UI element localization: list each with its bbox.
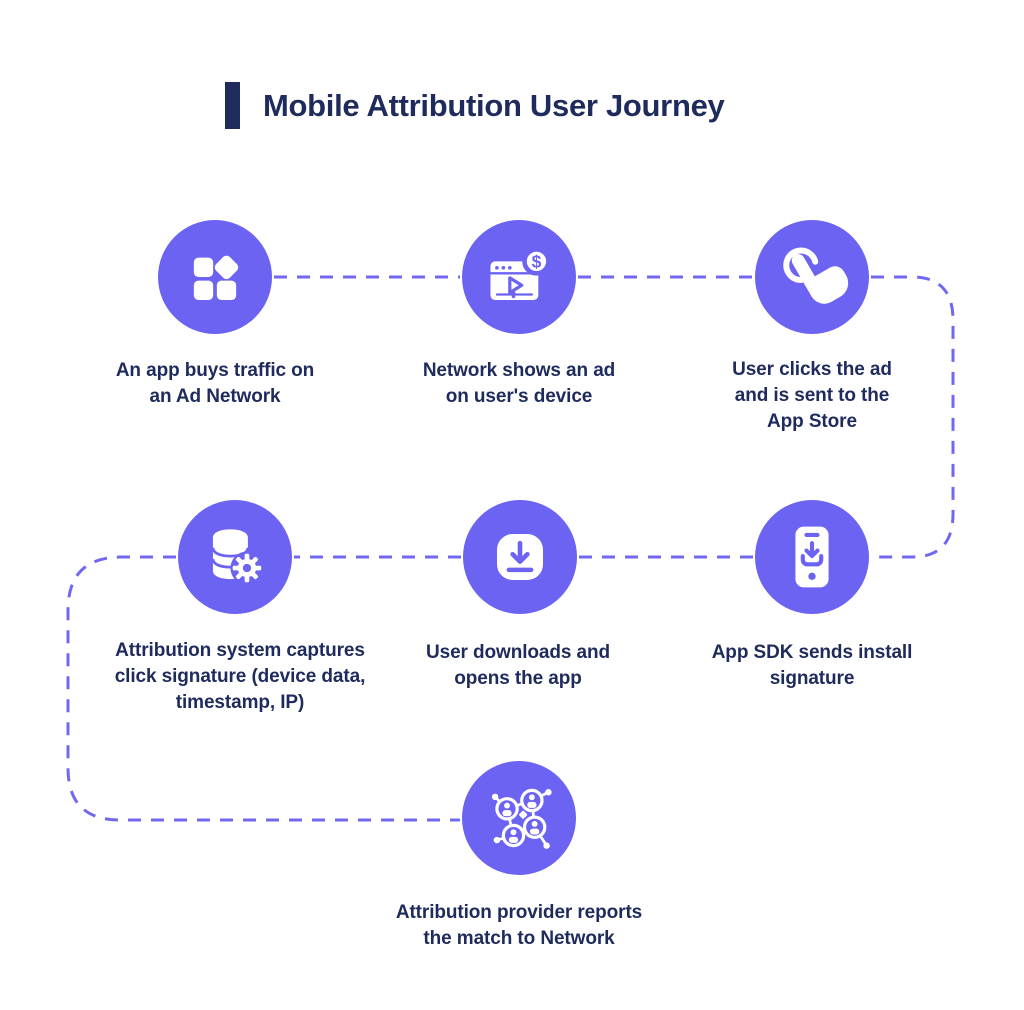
step-4-circle bbox=[178, 500, 292, 614]
step-1-circle bbox=[158, 220, 272, 334]
step-5-circle bbox=[463, 500, 577, 614]
step-6-circle bbox=[755, 500, 869, 614]
step-3-circle bbox=[755, 220, 869, 334]
video-ad-icon: $ bbox=[490, 247, 551, 300]
page-title-block: Mobile Attribution User Journey bbox=[225, 82, 725, 129]
phone-install-icon bbox=[795, 526, 829, 588]
page-title: Mobile Attribution User Journey bbox=[263, 87, 725, 123]
network-users-icon bbox=[491, 788, 552, 849]
step-7-label: Attribution provider reports the match t… bbox=[395, 902, 643, 949]
tap-click-icon bbox=[783, 247, 849, 304]
database-gear-icon bbox=[211, 529, 264, 585]
apps-grid-icon bbox=[193, 255, 239, 300]
step-2-circle: $ bbox=[462, 220, 576, 334]
step-5-label: User downloads and opens the app bbox=[425, 642, 610, 689]
step-2-label: Network shows an ad on user's device bbox=[422, 360, 616, 407]
svg-text:$: $ bbox=[532, 251, 542, 271]
step-1-label: An app buys traffic on an Ad Network bbox=[115, 360, 315, 407]
step-3-label: User clicks the ad and is sent to the Ap… bbox=[732, 359, 892, 432]
user-node bbox=[495, 788, 547, 848]
step-6-label: App SDK sends install signature bbox=[711, 642, 913, 689]
step-4-label: Attribution system captures click signat… bbox=[114, 640, 366, 713]
title-accent-bar bbox=[225, 82, 240, 129]
step-7-circle bbox=[462, 761, 576, 875]
download-icon bbox=[497, 534, 543, 580]
